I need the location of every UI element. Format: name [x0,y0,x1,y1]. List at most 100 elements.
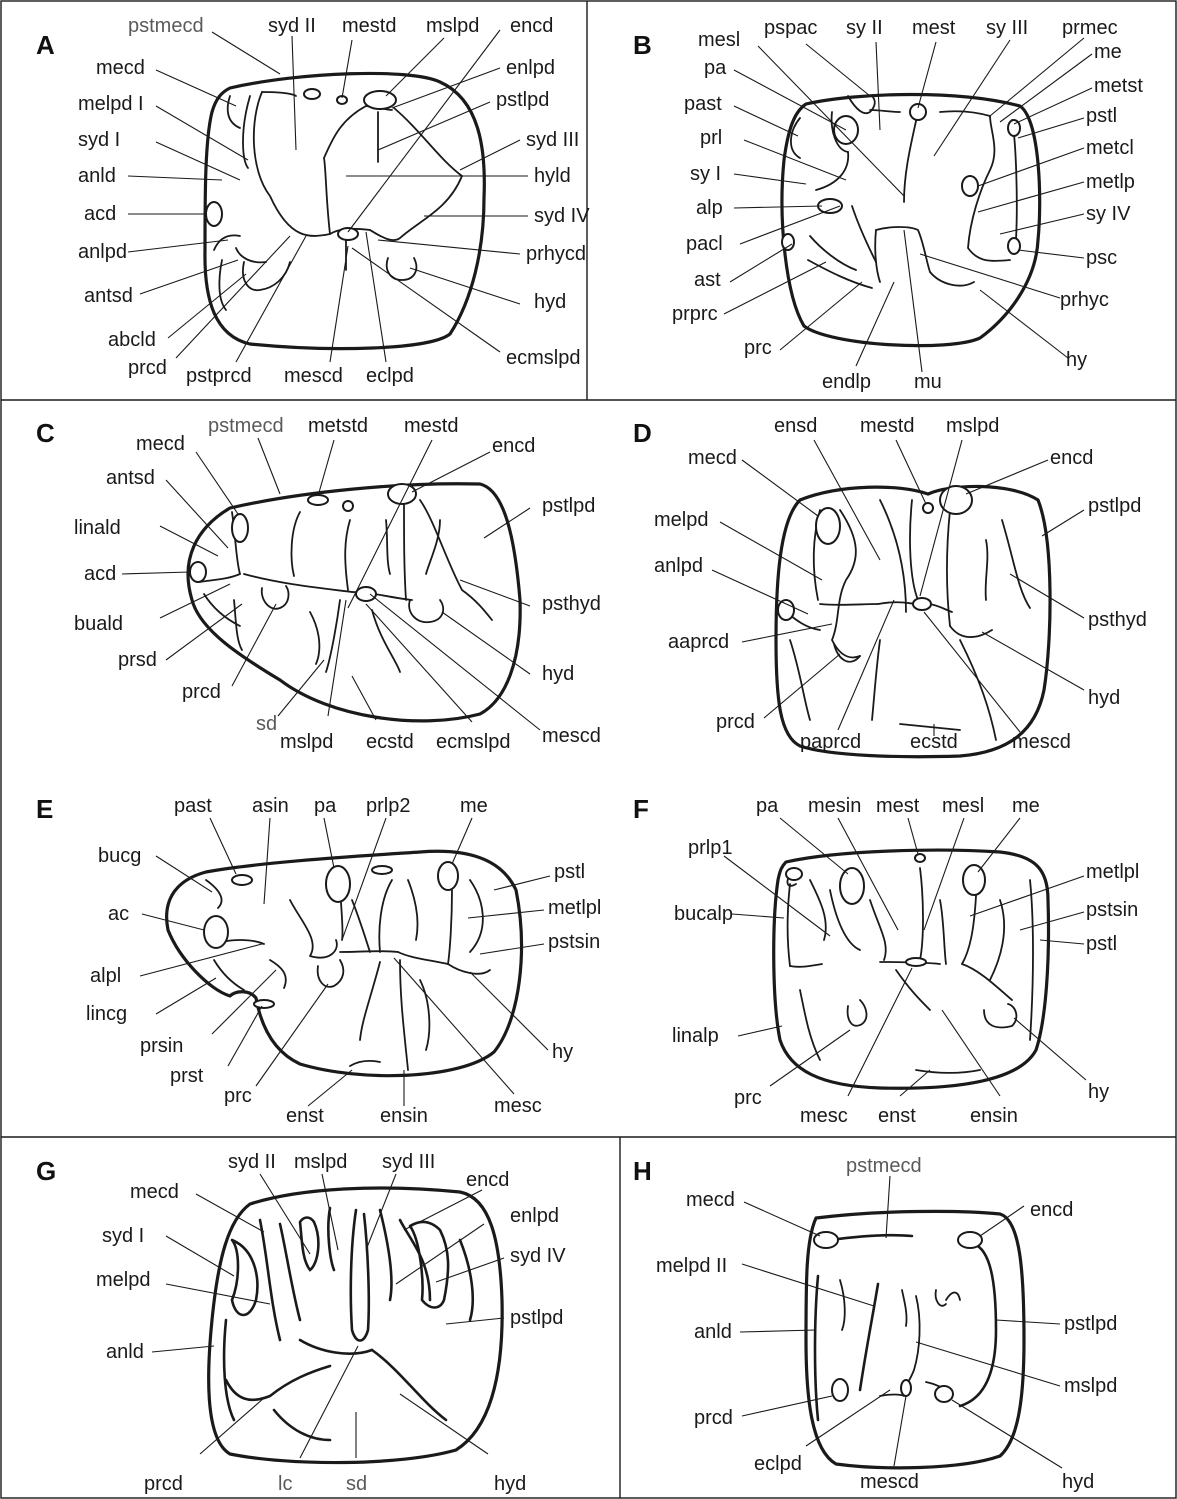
label-sy-iv: sy IV [1086,203,1131,225]
label-pstmecd: pstmecd [846,1155,922,1177]
panel-a-labels: pstmecd syd II mestd mslpd encd mecd enl… [78,15,590,387]
label-mslpd: mslpd [426,15,479,37]
panel-d-labels: ensd mestd mslpd mecd encd pstlpd melpd … [654,415,1147,753]
panel-a-leaders [128,30,528,362]
label-me: me [460,795,488,817]
panel-letter-d: D [633,418,652,448]
label-hyd: hyd [494,1473,526,1495]
label-anld: anld [694,1321,732,1343]
panel-letter-e: E [36,794,53,824]
label-prc: prc [734,1087,762,1109]
label-mslpd: mslpd [280,731,333,753]
label-mecd: mecd [96,57,145,79]
panel-h-tooth-drawing [806,1211,1024,1467]
label-ecmslpd: ecmslpd [436,731,510,753]
label-hyld: hyld [534,165,571,187]
label-me: me [1012,795,1040,817]
panel-b-tooth-drawing [782,95,1040,346]
label-syd-iv: syd IV [510,1245,566,1267]
panel-b-leaders [724,38,1092,372]
panel-g: syd II mslpd syd III mecd encd enlpd syd… [96,1151,566,1495]
label-psthyd: psthyd [542,593,601,615]
label-ensin: ensin [970,1105,1018,1127]
label-syd-iii: syd III [382,1151,435,1173]
label-hy: hy [552,1041,573,1063]
label-pstsin: pstsin [548,931,600,953]
panel-c-labels: pstmecd metstd mestd mecd encd antsd pst… [74,415,601,753]
label-pstl: pstl [554,861,585,883]
label-prcd: prcd [694,1407,733,1429]
label-prhycd: prhycd [526,243,586,265]
panel-g-tooth-drawing [209,1188,503,1463]
label-lincg: lincg [86,1003,127,1025]
label-hy: hy [1066,349,1087,371]
label-syd-i: syd I [102,1225,144,1247]
label-prc: prc [744,337,772,359]
label-mesin: mesin [808,795,861,817]
panel-d: ensd mestd mslpd mecd encd pstlpd melpd … [654,415,1147,757]
label-ensd: ensd [774,415,817,437]
label-pa: pa [756,795,779,817]
panel-d-leaders [712,440,1084,736]
label-ecstd: ecstd [910,731,958,753]
label-lc: lc [278,1473,292,1495]
label-pstl: pstl [1086,933,1117,955]
label-ecmslpd: ecmslpd [506,347,580,369]
label-sd: sd [256,713,277,735]
label-prprc: prprc [672,303,718,325]
label-mescd: mescd [1012,731,1071,753]
label-prsin: prsin [140,1035,183,1057]
label-mecd: mecd [130,1181,179,1203]
label-pstlpd: pstlpd [1064,1313,1117,1335]
label-pstlpd: pstlpd [496,89,549,111]
panel-b: mesl pspac sy II mest sy III prmec pa me… [672,17,1143,393]
label-pstmecd: pstmecd [208,415,284,437]
label-encd: encd [492,435,535,457]
panel-h-leaders [740,1176,1062,1468]
label-psc: psc [1086,247,1117,269]
panel-letter-h: H [633,1156,652,1186]
label-sy-i: sy I [690,163,721,185]
label-hyd: hyd [542,663,574,685]
panel-c: pstmecd metstd mestd mecd encd antsd pst… [74,415,601,753]
label-ac: ac [108,903,129,925]
label-eclpd: eclpd [754,1453,802,1475]
label-alpl: alpl [90,965,121,987]
label-mecd: mecd [136,433,185,455]
label-anld: anld [78,165,116,187]
label-hyd: hyd [1088,687,1120,709]
label-prst: prst [170,1065,204,1087]
label-psthyd: psthyd [1088,609,1147,631]
label-prcd: prcd [144,1473,183,1495]
label-mest: mest [876,795,920,817]
label-mestd: mestd [404,415,458,437]
label-pacl: pacl [686,233,723,255]
label-past: past [174,795,212,817]
panel-f: pa mesin mest mesl me prlp1 metlpl bucal… [672,795,1139,1127]
label-pstprcd: pstprcd [186,365,252,387]
label-mslpd: mslpd [1064,1375,1117,1397]
label-hyd: hyd [1062,1471,1094,1493]
label-encd: encd [1030,1199,1073,1221]
label-ensin: ensin [380,1105,428,1127]
label-pa: pa [704,57,727,79]
label-linalp: linalp [672,1025,719,1047]
label-syd-i: syd I [78,129,120,151]
label-syd-ii: syd II [268,15,316,37]
label-bucg: bucg [98,845,141,867]
label-buald: buald [74,613,123,635]
label-encd: encd [1050,447,1093,469]
label-endlp: endlp [822,371,871,393]
panel-b-labels: mesl pspac sy II mest sy III prmec pa me… [672,17,1143,393]
label-ecstd: ecstd [366,731,414,753]
label-hy: hy [1088,1081,1109,1103]
label-prc: prc [224,1085,252,1107]
label-antsd: antsd [84,285,133,307]
label-prcd: prcd [182,681,221,703]
label-melpd-i: melpd I [78,93,144,115]
label-sd: sd [346,1473,367,1495]
label-prcd: prcd [128,357,167,379]
label-prl: prl [700,127,722,149]
panel-letter-f: F [633,794,649,824]
label-syd-ii: syd II [228,1151,276,1173]
